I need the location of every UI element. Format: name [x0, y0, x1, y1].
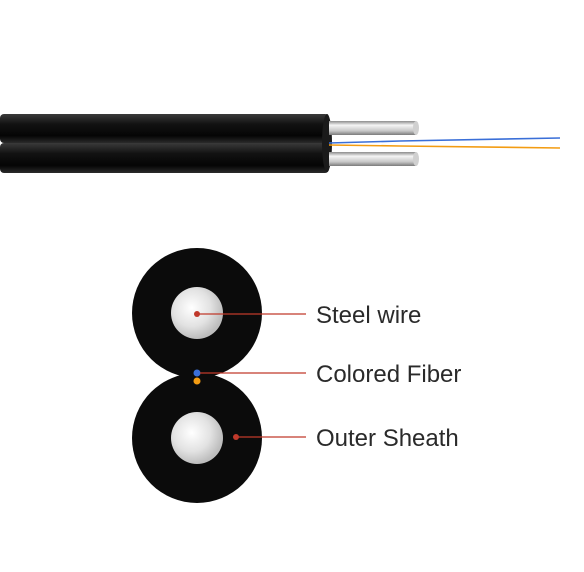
orange-fiber-strand	[328, 144, 561, 149]
lower-steel-core	[171, 412, 223, 464]
lower-steel-wire-end	[413, 152, 419, 166]
cable-cross-section	[132, 248, 262, 503]
blue-fiber-dot	[193, 369, 201, 377]
upper-steel-wire	[329, 121, 416, 135]
callout-steel-wire: Steel wire	[194, 302, 421, 329]
callout-outer-sheath: Outer Sheath	[233, 425, 459, 452]
cable-side-view	[0, 114, 561, 173]
steel-wire-label: Steel wire	[316, 302, 421, 329]
colored-fiber-label: Colored Fiber	[316, 361, 461, 388]
upper-steel-wire-end	[413, 121, 419, 135]
outer-sheath-label: Outer Sheath	[316, 425, 459, 452]
lower-sheath-tube	[0, 143, 329, 173]
blue-fiber-strand	[328, 137, 561, 144]
upper-sheath-tube	[0, 114, 329, 143]
lower-steel-wire	[329, 152, 416, 166]
callout-colored-fiber: Colored Fiber	[200, 361, 461, 388]
orange-fiber-dot	[193, 377, 201, 385]
